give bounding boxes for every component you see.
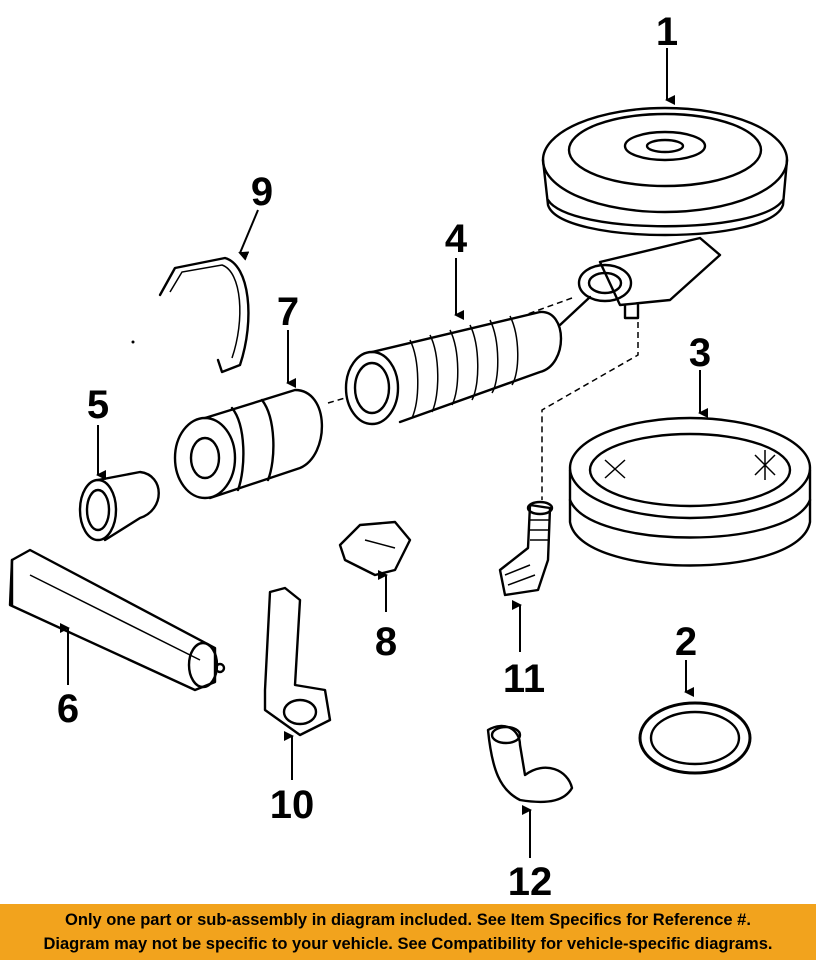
leader-lines [60, 48, 708, 858]
callout-5: 5 [87, 383, 109, 427]
callout-labels: 1 2 3 4 5 6 7 8 9 10 11 12 [57, 10, 711, 904]
callout-10: 10 [270, 783, 315, 827]
air-cleaner-housing [541, 106, 789, 320]
alignment-lines [131, 297, 639, 500]
resonator [173, 388, 324, 500]
callout-1: 1 [656, 10, 678, 54]
air-filter-element [568, 416, 812, 567]
gasket-ring [638, 701, 752, 775]
curved-hose [486, 724, 574, 804]
callout-3: 3 [689, 331, 711, 375]
callout-8: 8 [375, 620, 397, 664]
inlet-snorkel [8, 548, 226, 692]
callout-2: 2 [675, 620, 697, 664]
disclaimer-banner: Only one part or sub-assembly in diagram… [0, 904, 816, 960]
callout-4: 4 [445, 217, 468, 261]
callout-6: 6 [57, 687, 79, 731]
bracket [338, 520, 412, 577]
callout-11: 11 [503, 657, 545, 701]
callout-7: 7 [277, 290, 299, 334]
callout-12: 12 [508, 860, 553, 904]
disclaimer-line-2: Diagram may not be specific to your vehi… [43, 935, 773, 953]
clamp-strap [158, 256, 250, 374]
grommet [78, 470, 160, 542]
corrugated-hose [498, 500, 554, 597]
disclaimer-line-1: Only one part or sub-assembly in diagram… [65, 911, 751, 929]
exploded-view: 1 2 3 4 5 6 7 8 9 10 11 12 [8, 10, 812, 904]
intake-duct-bellows [344, 295, 592, 426]
callout-9: 9 [251, 170, 273, 214]
duct-elbow [263, 586, 332, 737]
